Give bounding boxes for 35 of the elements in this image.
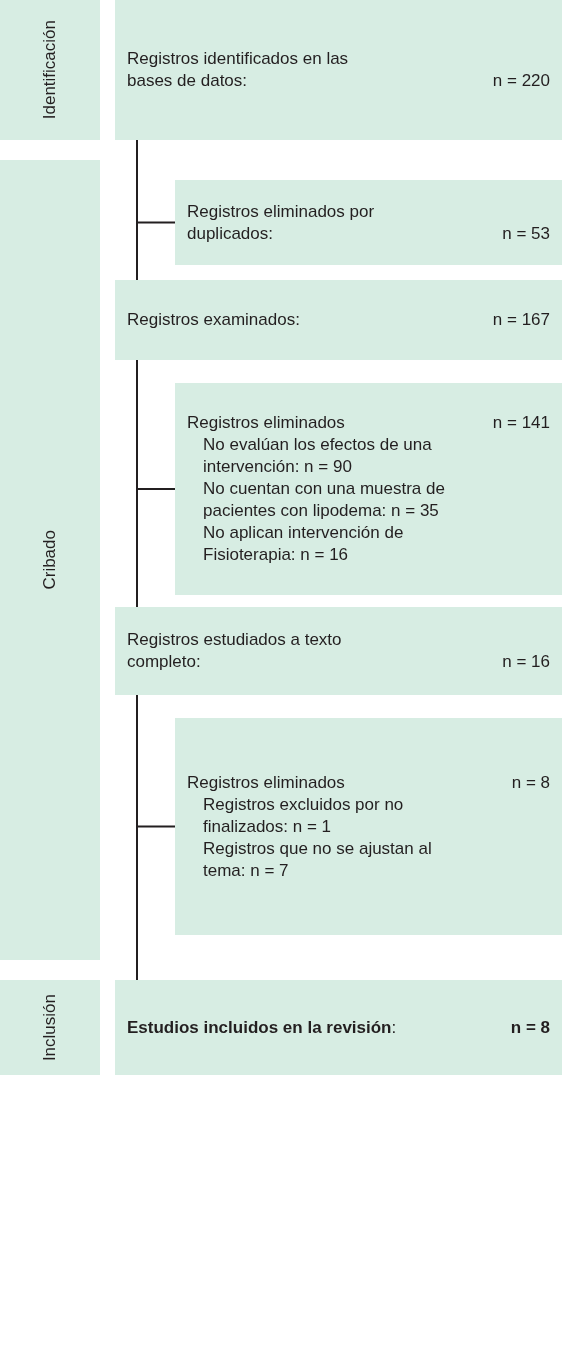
exclusion-reason: No cuentan con una muestra de pacientes con lipodema: n = 35 bbox=[202, 478, 446, 522]
connector-line bbox=[136, 139, 138, 281]
count-text: n = 8 bbox=[510, 1016, 550, 1039]
process-box bbox=[115, 980, 562, 1075]
process-box bbox=[115, 0, 562, 140]
exclusion-reason: No aplican intervención de Fisioterapia: n = 16 bbox=[202, 522, 405, 566]
phase-band bbox=[0, 160, 100, 960]
process-box bbox=[175, 383, 562, 595]
box-text: Registros eliminados bbox=[187, 412, 345, 434]
phase-label: Cribado bbox=[39, 530, 60, 590]
exclusion-reason: Registros que no se ajustan al tema: n = 7 bbox=[202, 837, 433, 882]
process-box bbox=[115, 607, 562, 695]
phase-label: Inclusión bbox=[39, 993, 60, 1062]
exclusion-reason: Registros excluidos por no finalizados: n = 1 bbox=[202, 793, 405, 838]
connector-line bbox=[136, 359, 138, 608]
exclusion-reason: No evalúan los efectos de una intervención: n = 90 bbox=[202, 434, 433, 478]
box-text: Registros identificados en las bases de datos: bbox=[127, 48, 350, 92]
phase-label: Identificación bbox=[39, 20, 60, 120]
box-text: Registros estudiados a texto completo: bbox=[127, 629, 343, 673]
connector-line bbox=[136, 694, 138, 981]
process-box bbox=[115, 280, 562, 360]
count-text: n = 167 bbox=[492, 309, 550, 331]
count-text: n = 220 bbox=[492, 70, 550, 92]
box-text: Estudios incluidos en la revisión: bbox=[127, 1016, 397, 1039]
box-text: Registros eliminados bbox=[187, 771, 345, 794]
count-text: n = 8 bbox=[511, 771, 550, 794]
count-text: n = 53 bbox=[502, 222, 550, 245]
process-box bbox=[175, 180, 562, 265]
process-box bbox=[175, 718, 562, 935]
box-text: Registros eliminados por duplicados: bbox=[187, 200, 376, 245]
phase-band bbox=[0, 980, 100, 1075]
box-text: Registros examinados: bbox=[127, 309, 300, 331]
count-text: n = 141 bbox=[492, 412, 550, 434]
count-text: n = 16 bbox=[502, 651, 550, 673]
phase-band bbox=[0, 0, 100, 140]
